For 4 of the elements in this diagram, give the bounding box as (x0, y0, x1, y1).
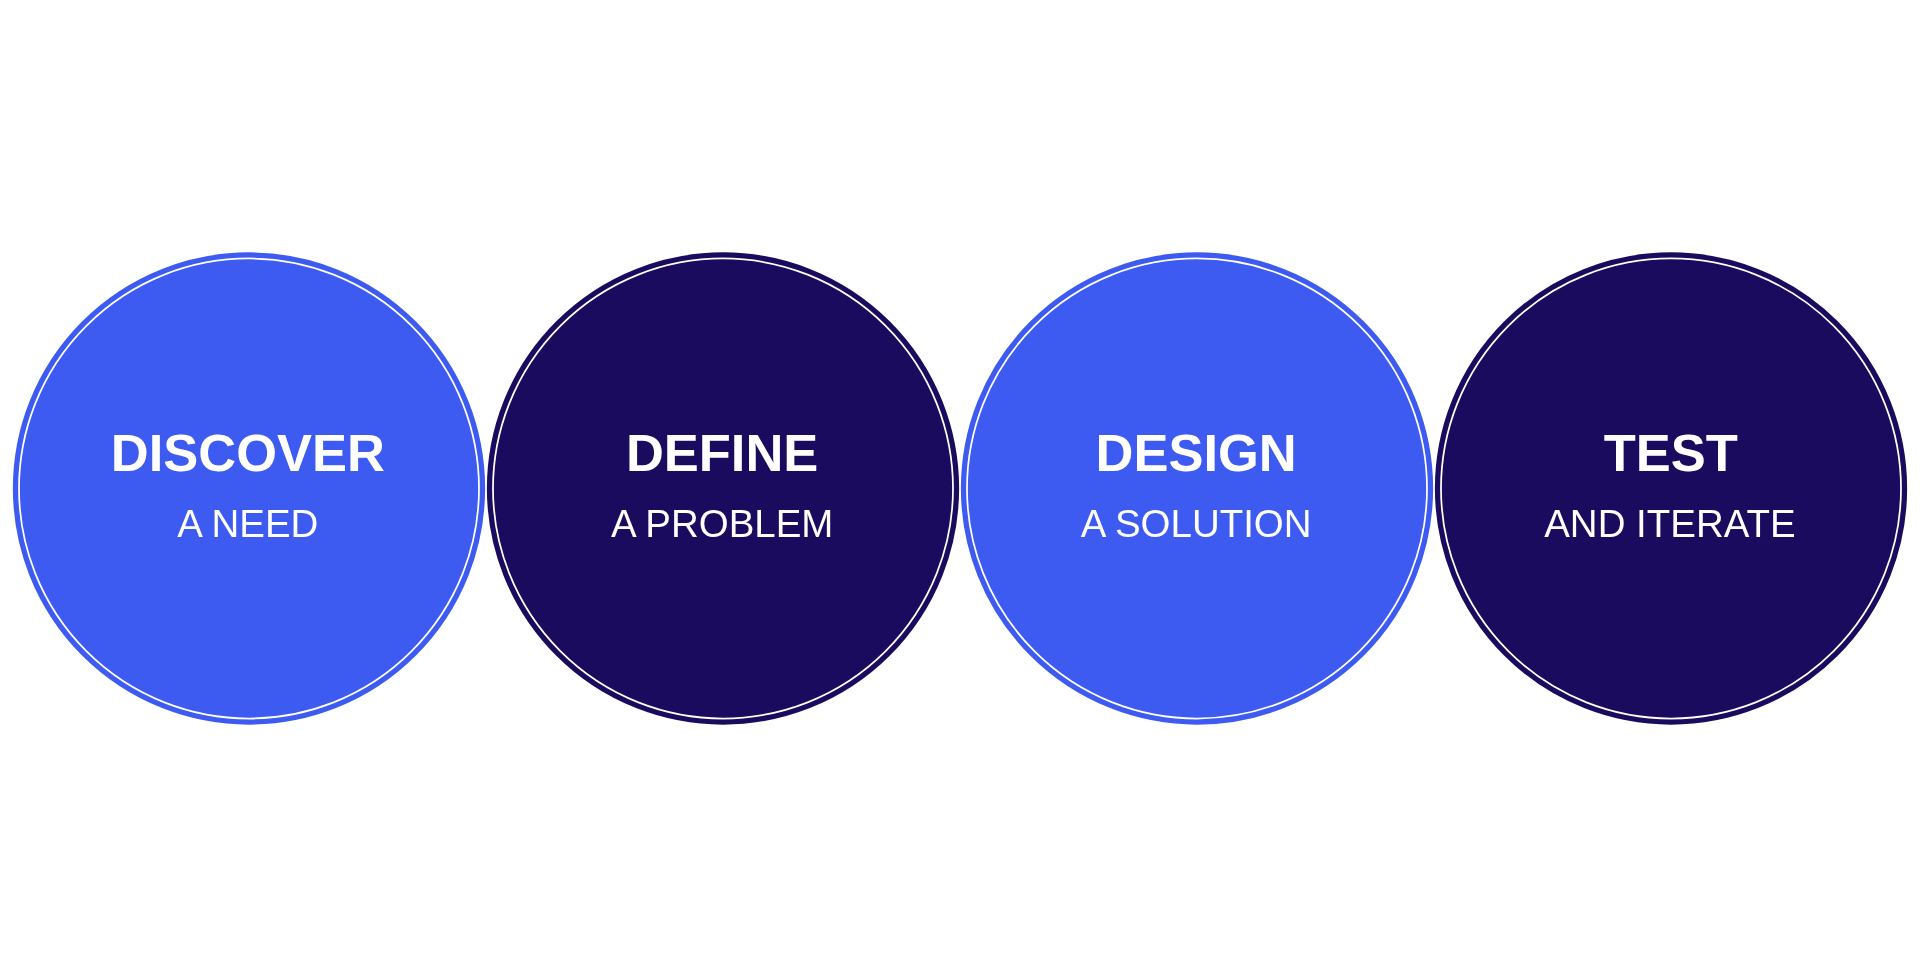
node-circle: DEFINE A PROBLEM (486, 252, 960, 725)
node-circle: DESIGN A SOLUTION (960, 252, 1434, 725)
node-circle: DISCOVER A NEED (12, 252, 486, 725)
node-circle: TEST AND ITERATE (1434, 252, 1908, 725)
